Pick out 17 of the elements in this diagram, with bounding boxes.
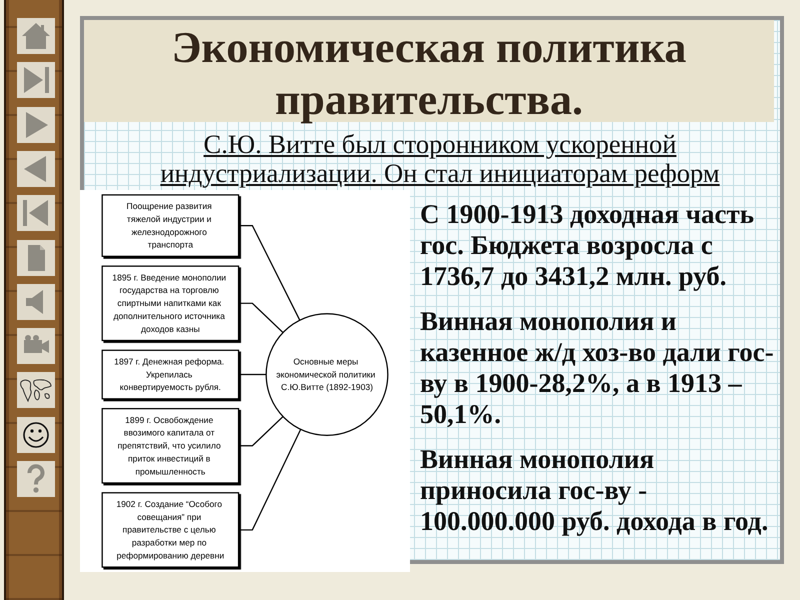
node-circle bbox=[266, 313, 388, 436]
text-paragraph: С 1900-1913 доходная часть гос. Бюджета возросла с 1736,7 до 3431,2 млн. руб. bbox=[420, 199, 755, 292]
node-box bbox=[102, 408, 240, 484]
node-box bbox=[102, 350, 240, 400]
node-box bbox=[102, 194, 240, 257]
connector bbox=[238, 416, 284, 446]
node-box bbox=[102, 492, 240, 568]
connector bbox=[238, 374, 266, 376]
connector bbox=[238, 302, 284, 333]
subtitle: С.Ю. Витте был сторонником ускоренной индустриализации. Он стал инициаторам реформ bbox=[159, 130, 721, 188]
title: Экономическая политика правительства. bbox=[170, 22, 688, 126]
connector bbox=[238, 225, 300, 320]
diagram-background: Поощрение развития тяжелой индустрии и железнодорожного транспорта 1895 г. Введение монополии государства на торговлю спиртными напитками как дополнительного источника доходов казны Основные меры экономической политики С.Ю.Витте (1892-1903) 1897 г. Денежная реформа. Укрепилась конвертируемость рубля. 1899 г. Освобождение ввозимого капитала от препятствий, что усилило приток инвестиций в промышленность 1902 г. Создание “Особого совещания” при правительстве с целью разработки мер по реформированию деревни bbox=[80, 190, 410, 572]
text-paragraph: Винная монополия и казенное ж/д хоз-во дали гос-ву в 1900-28,2%, а в 1913 – 50,1%. bbox=[420, 306, 775, 430]
node-box bbox=[102, 266, 240, 342]
text-paragraph: Винная монополия приносила гос-ву - 100.000.000 руб. дохода в год. bbox=[420, 444, 770, 537]
connector bbox=[238, 429, 302, 531]
